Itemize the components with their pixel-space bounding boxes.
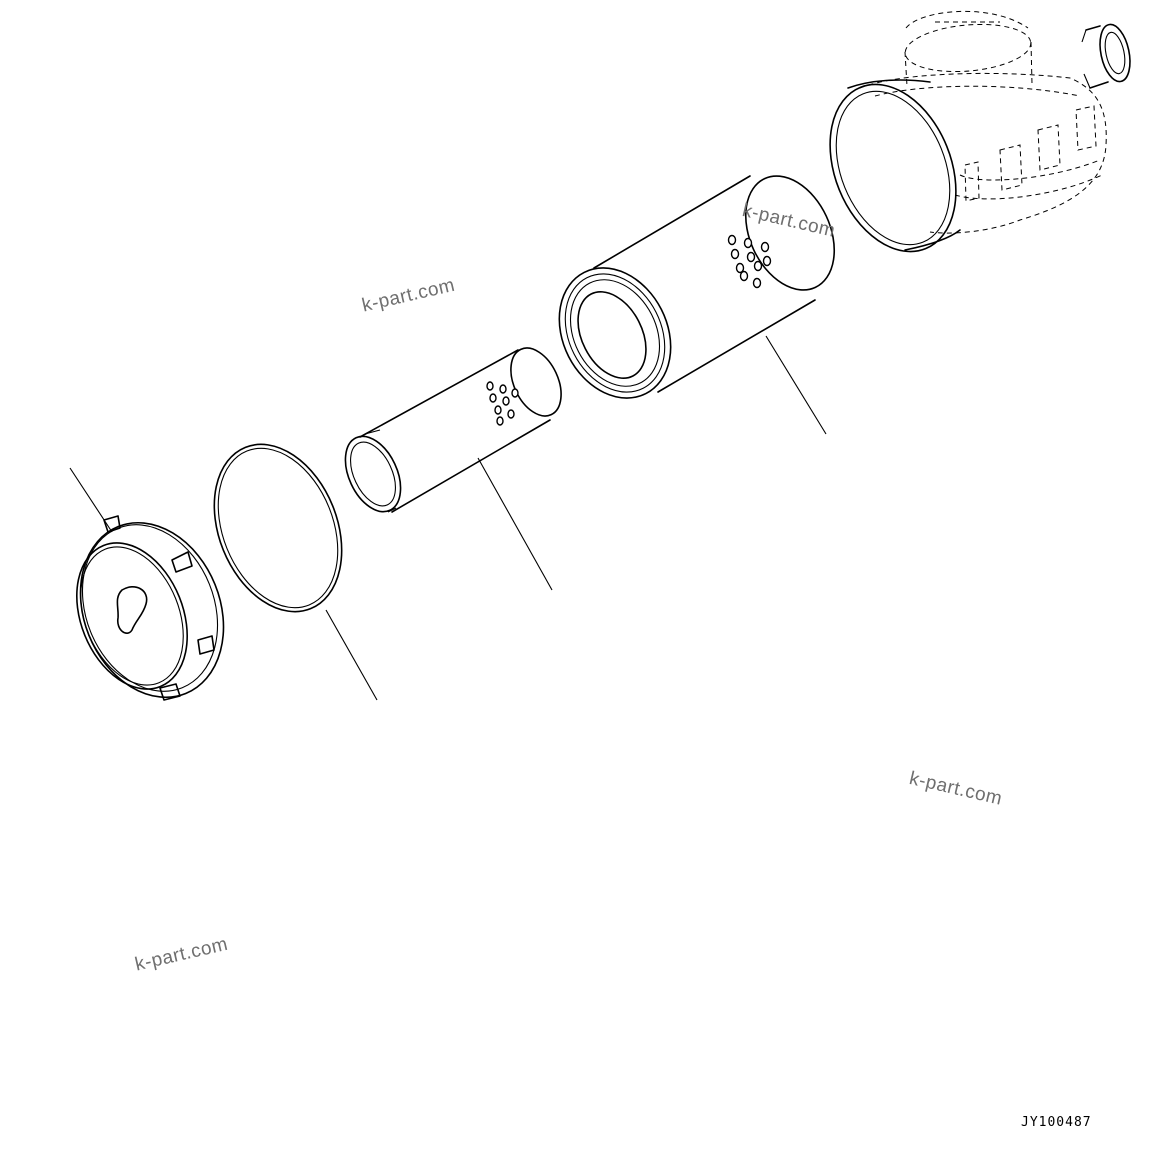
housing-open-rim	[829, 79, 961, 253]
outer-element-perforations	[727, 234, 772, 289]
drawing-code: JY100487	[1021, 1115, 1092, 1130]
outer-element-leader-line	[765, 335, 827, 435]
outer-primary-element	[558, 175, 836, 435]
housing-vent-slots	[964, 105, 1097, 202]
o-ring-leader-line	[325, 609, 378, 701]
cap-leader-line	[69, 467, 113, 533]
inner-element-perforations	[486, 381, 519, 426]
housing-top-dome	[904, 10, 1033, 87]
air-cleaner-housing	[829, 10, 1131, 253]
inner-safety-element	[344, 347, 562, 591]
inner-element-leader-line	[477, 457, 553, 591]
cap-keyhole-emblem	[116, 586, 148, 634]
air-cleaner-cap	[69, 467, 225, 701]
o-ring-seal	[213, 443, 378, 701]
cap-latch-clips	[103, 515, 215, 701]
housing-outlet-pipe	[1081, 23, 1131, 89]
